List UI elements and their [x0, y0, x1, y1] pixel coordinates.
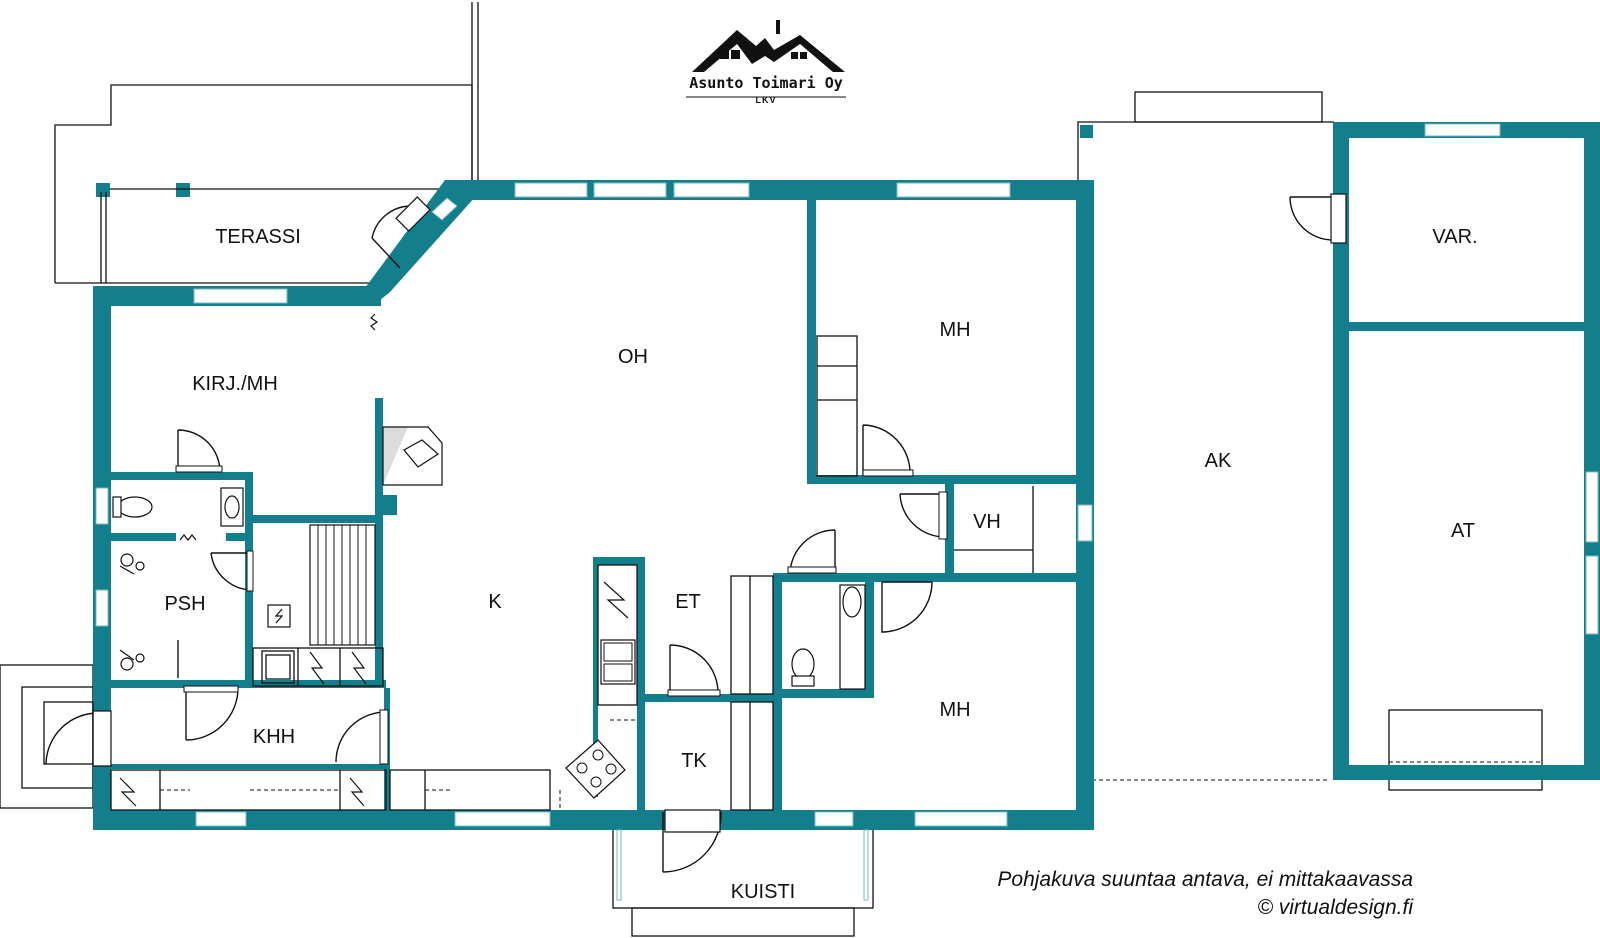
toilet2-icon — [791, 648, 815, 687]
logo-company-name: Asunto Toimari Oy — [689, 74, 843, 92]
bathtub-sink-icon — [839, 584, 866, 690]
side-entry-door-icon — [45, 712, 99, 765]
room-labels: TERASSI OH KIRJ./MH MH VH PSH K ET KHH T… — [164, 226, 1477, 903]
logo-subtitle: LKV — [756, 95, 777, 105]
room-label-et: ET — [675, 591, 701, 613]
terrace-posts — [96, 125, 1093, 283]
shower-icon — [119, 553, 145, 575]
fireplace-icon — [382, 426, 443, 486]
mh-lower-door-icon — [881, 581, 933, 633]
company-logo: Asunto Toimari Oy LKV — [686, 20, 846, 105]
doors — [43, 193, 1347, 873]
room-label-at: AT — [1451, 520, 1475, 542]
windows — [95, 123, 1599, 901]
wc2-door-icon — [789, 529, 836, 574]
room-label-mh-upper: MH — [939, 319, 970, 341]
wc-door-icon — [210, 552, 254, 591]
utility-sink-icon — [261, 650, 295, 684]
toilet-icon — [112, 496, 153, 518]
room-label-psh: PSH — [164, 593, 205, 615]
kirj-door-icon — [177, 429, 221, 473]
room-label-terassi: TERASSI — [215, 226, 301, 248]
disclaimer-note: Pohjakuva suuntaa antava, ei mittakaavas… — [997, 868, 1413, 891]
sauna-stove-icon — [267, 604, 291, 628]
copyright-note: © virtualdesign.fi — [1257, 896, 1414, 919]
khh-door2-icon — [335, 711, 387, 763]
room-label-kuisti: KUISTI — [731, 881, 795, 903]
et-door-icon — [669, 644, 719, 695]
room-label-oh: OH — [618, 346, 648, 368]
vh-door-icon — [899, 493, 946, 538]
room-label-var: VAR. — [1432, 226, 1477, 248]
khh-door-icon — [185, 687, 239, 741]
room-label-ak: AK — [1205, 450, 1232, 472]
room-label-kirj-mh: KIRJ./MH — [192, 373, 278, 395]
terrace-door-icon — [371, 196, 431, 269]
fixtures — [110, 313, 1034, 811]
room-label-tk: TK — [681, 750, 707, 772]
stove-icon — [565, 739, 626, 799]
sink-icon — [220, 487, 244, 527]
shower2-icon — [119, 649, 145, 671]
room-label-khh: KHH — [253, 726, 295, 748]
room-label-mh-lower: MH — [939, 699, 970, 721]
room-label-k: K — [488, 591, 502, 613]
wardrobe-icon — [816, 335, 858, 477]
kitchen-sink-icon — [600, 639, 636, 685]
mh-upper-door-icon — [862, 424, 911, 476]
room-label-vh: VH — [973, 511, 1001, 533]
garage-var-door-icon — [1289, 196, 1334, 241]
sauna-bench-icon — [309, 524, 376, 646]
logo-roof-icon — [692, 30, 845, 72]
outline-lines — [0, 2, 1543, 937]
